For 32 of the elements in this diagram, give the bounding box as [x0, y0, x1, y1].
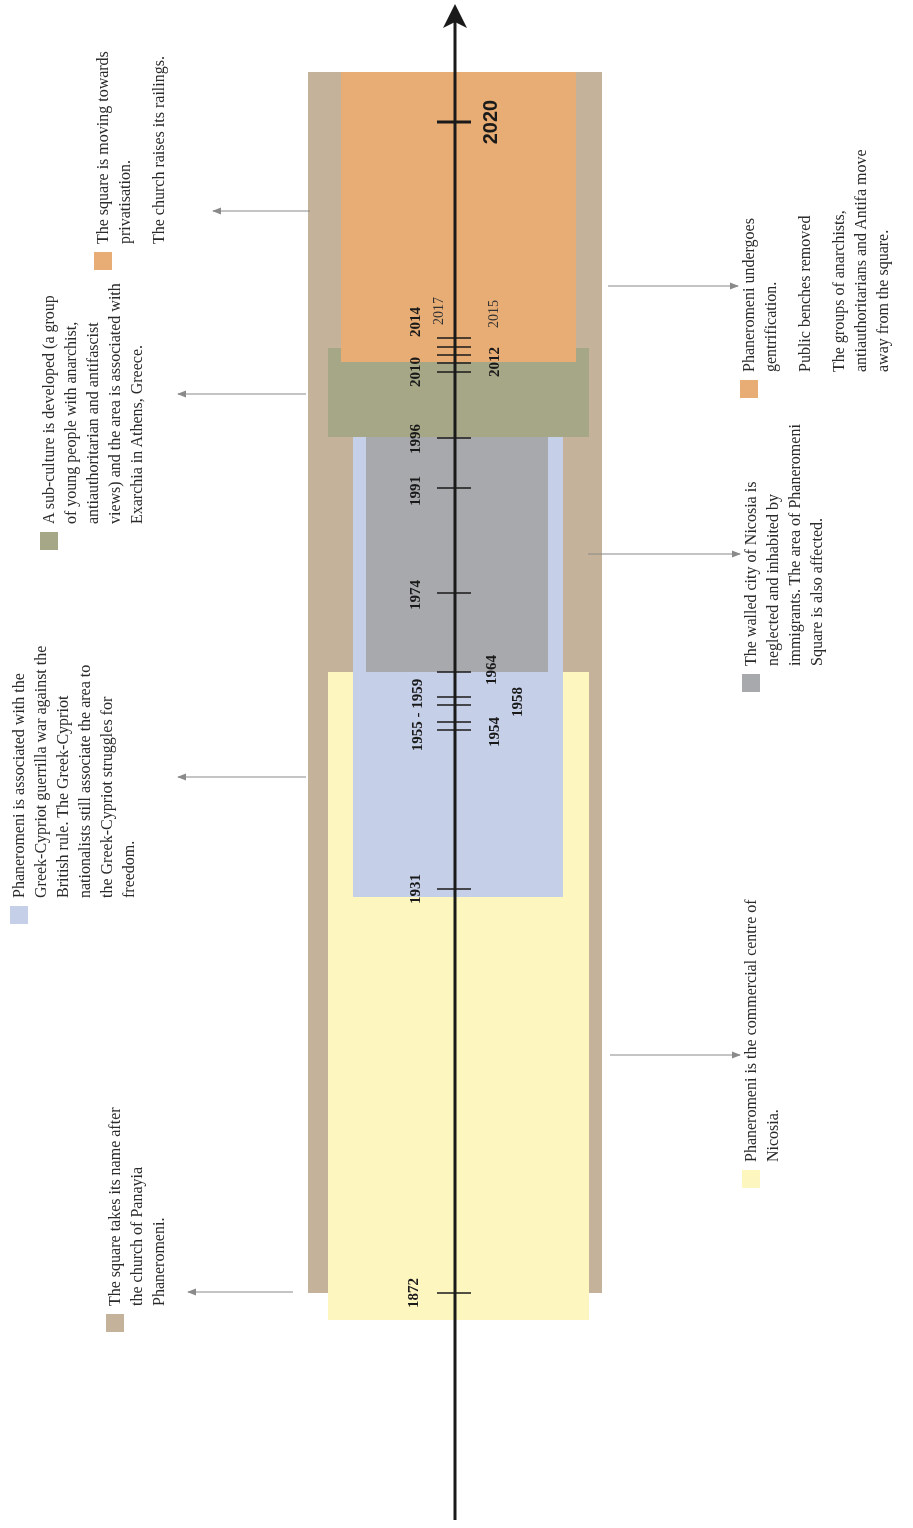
year-label: 2010	[407, 357, 423, 387]
arrow	[609, 1051, 741, 1059]
arrow	[177, 390, 307, 398]
year-label: 1964	[483, 655, 499, 685]
year-label: 2014	[407, 307, 423, 337]
arrow	[212, 207, 311, 215]
year-label: 1958	[509, 687, 525, 717]
year-label: 1955 - 1959	[409, 678, 425, 752]
arrow	[187, 1288, 294, 1296]
event-description: The square takes its name after the church of Panayia Phaneromeni.	[105, 1106, 168, 1306]
event-description: Phaneromeni is the commercial centre of Nicosia.	[741, 898, 782, 1162]
event-description: Phaneromeni is associated with the Greek-Cypriot guerrilla war against the British rule. The Greek-Cypriot nationalists still associate the area to the Greek-Cypriot struggles for freedom.	[9, 644, 138, 898]
event-description: A sub-culture is developed (a group of young people with anarchist, antiauthoritarian and antifascist views) and the area is associated with Exarchia in Athens, Greece.	[39, 282, 146, 524]
year-label: 2012	[486, 347, 502, 377]
event-description: The walled city of Nicosia is neglected and inhabited by immigrants. The area of Phaneromeni Square is also affected.	[741, 423, 827, 666]
arrow	[607, 282, 739, 290]
event-description: Public benches removed	[795, 214, 814, 372]
year-label: 1996	[407, 424, 423, 454]
year-label: 1954	[486, 717, 502, 747]
event-description: The square is moving towards privatisation.	[93, 50, 135, 244]
year-label: 1974	[407, 580, 423, 610]
year-label: 2017	[432, 297, 446, 325]
year-label: 2020	[480, 99, 500, 145]
year-label: 1991	[407, 476, 423, 506]
event-description: Phaneromeni undergoes gentrification.	[739, 217, 781, 372]
year-label: 1872	[405, 1278, 421, 1308]
year-label: 2015	[487, 300, 501, 328]
arrow	[177, 773, 307, 781]
event-description: The groups of anarchists, antiauthoritarians and Antifa move away from the square.	[829, 148, 893, 372]
year-label: 1931	[407, 874, 423, 904]
event-description: The church raises its railings.	[149, 55, 169, 244]
arrow	[587, 550, 741, 558]
